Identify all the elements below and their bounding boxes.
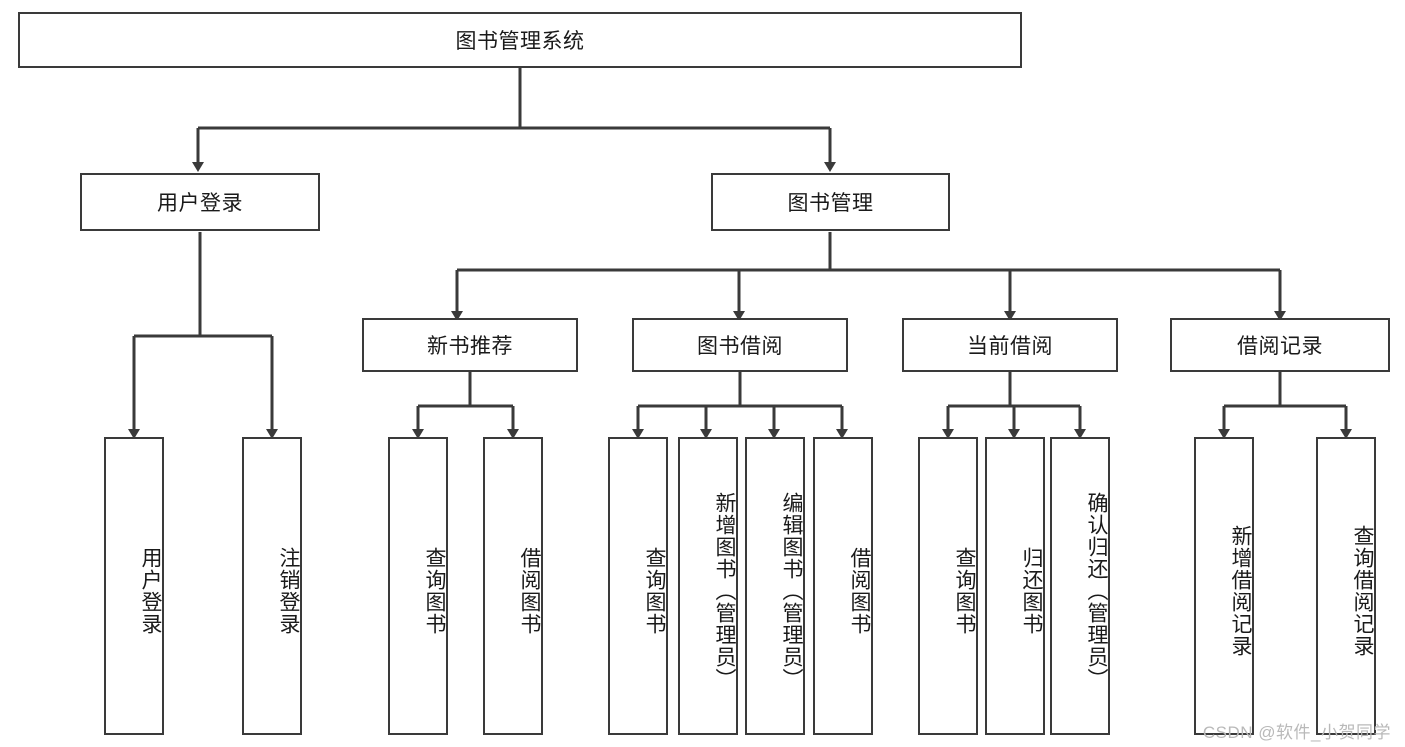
- leaf-bookborrow-query-book[interactable]: 查询图书: [608, 437, 668, 735]
- node-root-label: 图书管理系统: [455, 30, 585, 53]
- leaf-borrowrecord-add-record[interactable]: 新增借阅记录: [1194, 437, 1254, 735]
- node-new-book-recommend[interactable]: 新书推荐: [362, 318, 578, 372]
- leaf-newbook-borrow-book[interactable]: 借阅图书: [483, 437, 543, 735]
- leaf-bookborrow-edit-book[interactable]: 编辑图书（管理员）: [745, 437, 805, 735]
- node-borrow-record-label: 借阅记录: [1237, 335, 1323, 358]
- leaf-currentborrow-return-book-label: 归还图书: [1020, 547, 1043, 635]
- leaf-currentborrow-query-book-label: 查询图书: [953, 547, 976, 635]
- leaf-bookborrow-borrow-book[interactable]: 借阅图书: [813, 437, 873, 735]
- leaf-currentborrow-confirm-return-label: 确认归还（管理员）: [1085, 492, 1108, 690]
- leaf-newbook-query-book-label: 查询图书: [423, 547, 446, 635]
- leaf-borrowrecord-query-record[interactable]: 查询借阅记录: [1316, 437, 1376, 735]
- node-book-borrow[interactable]: 图书借阅: [632, 318, 848, 372]
- leaf-bookborrow-add-book[interactable]: 新增图书（管理员）: [678, 437, 738, 735]
- leaf-newbook-query-book[interactable]: 查询图书: [388, 437, 448, 735]
- node-user-login-label: 用户登录: [157, 192, 243, 215]
- leaf-newbook-borrow-book-label: 借阅图书: [518, 547, 541, 635]
- node-book-borrow-label: 图书借阅: [697, 335, 783, 358]
- leaf-logout[interactable]: 注销登录: [242, 437, 302, 735]
- leaf-logout-label: 注销登录: [277, 547, 300, 635]
- node-new-book-recommend-label: 新书推荐: [427, 335, 513, 358]
- leaf-currentborrow-query-book[interactable]: 查询图书: [918, 437, 978, 735]
- leaf-currentborrow-confirm-return[interactable]: 确认归还（管理员）: [1050, 437, 1110, 735]
- leaf-currentborrow-return-book[interactable]: 归还图书: [985, 437, 1045, 735]
- leaf-borrowrecord-add-record-label: 新增借阅记录: [1229, 525, 1252, 657]
- node-borrow-record[interactable]: 借阅记录: [1170, 318, 1390, 372]
- leaf-borrowrecord-query-record-label: 查询借阅记录: [1351, 525, 1374, 657]
- node-current-borrow[interactable]: 当前借阅: [902, 318, 1118, 372]
- leaf-bookborrow-query-book-label: 查询图书: [643, 547, 666, 635]
- node-root[interactable]: 图书管理系统: [18, 12, 1022, 68]
- leaf-user-login[interactable]: 用户登录: [104, 437, 164, 735]
- leaf-bookborrow-edit-book-label: 编辑图书（管理员）: [780, 492, 803, 690]
- node-book-manage-label: 图书管理: [787, 192, 874, 215]
- leaf-user-login-label: 用户登录: [139, 547, 162, 635]
- leaf-bookborrow-add-book-label: 新增图书（管理员）: [713, 492, 736, 690]
- node-user-login[interactable]: 用户登录: [80, 173, 320, 231]
- node-book-manage[interactable]: 图书管理: [711, 173, 950, 231]
- node-current-borrow-label: 当前借阅: [967, 335, 1053, 358]
- leaf-bookborrow-borrow-book-label: 借阅图书: [848, 547, 871, 635]
